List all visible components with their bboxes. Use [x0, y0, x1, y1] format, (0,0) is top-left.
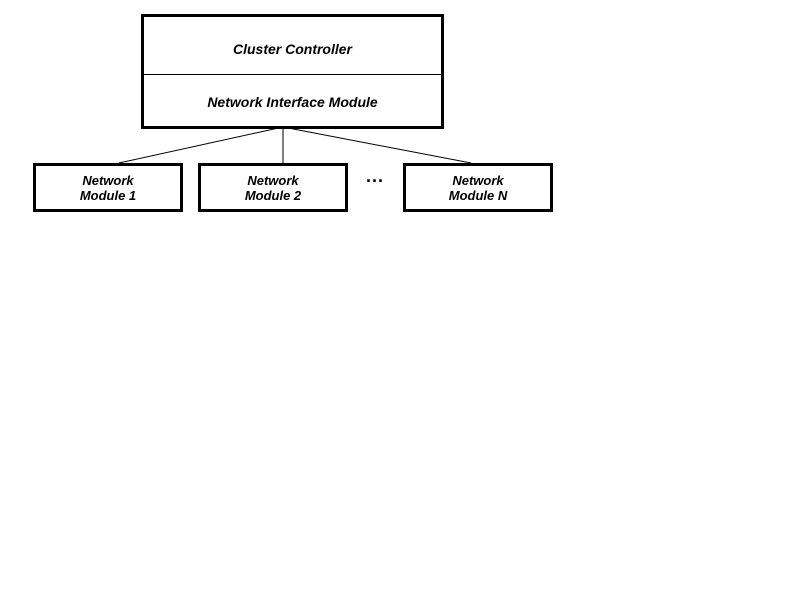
connector-line-module-n	[282, 126, 472, 164]
network-interface-module-label: Network Interface Module	[207, 94, 378, 110]
network-module-n-line2: Module N	[448, 188, 508, 203]
network-module-2-box: Network Module 2	[198, 163, 348, 212]
cluster-controller-label: Cluster Controller	[232, 41, 352, 57]
network-module-1-label: Network Module 1	[36, 173, 180, 203]
network-module-1-box: Network Module 1	[33, 163, 183, 212]
network-module-2-label: Network Module 2	[201, 173, 345, 203]
network-module-1-line1: Network	[82, 173, 134, 188]
network-module-2-line2: Module 2	[244, 188, 302, 203]
ellipsis-separator: ...	[366, 166, 385, 186]
connector-line-module-1	[118, 126, 284, 164]
network-module-n-box: Network Module N	[403, 163, 553, 212]
network-module-2-line1: Network	[247, 173, 299, 188]
network-interface-module-section: Network Interface Module	[144, 75, 441, 126]
network-module-n-label: Network Module N	[406, 173, 550, 203]
network-module-n-line1: Network	[452, 173, 504, 188]
network-module-1-line2: Module 1	[79, 188, 137, 203]
cluster-controller-section: Cluster Controller	[144, 17, 441, 75]
cluster-controller-box: Cluster Controller Network Interface Mod…	[141, 14, 444, 129]
